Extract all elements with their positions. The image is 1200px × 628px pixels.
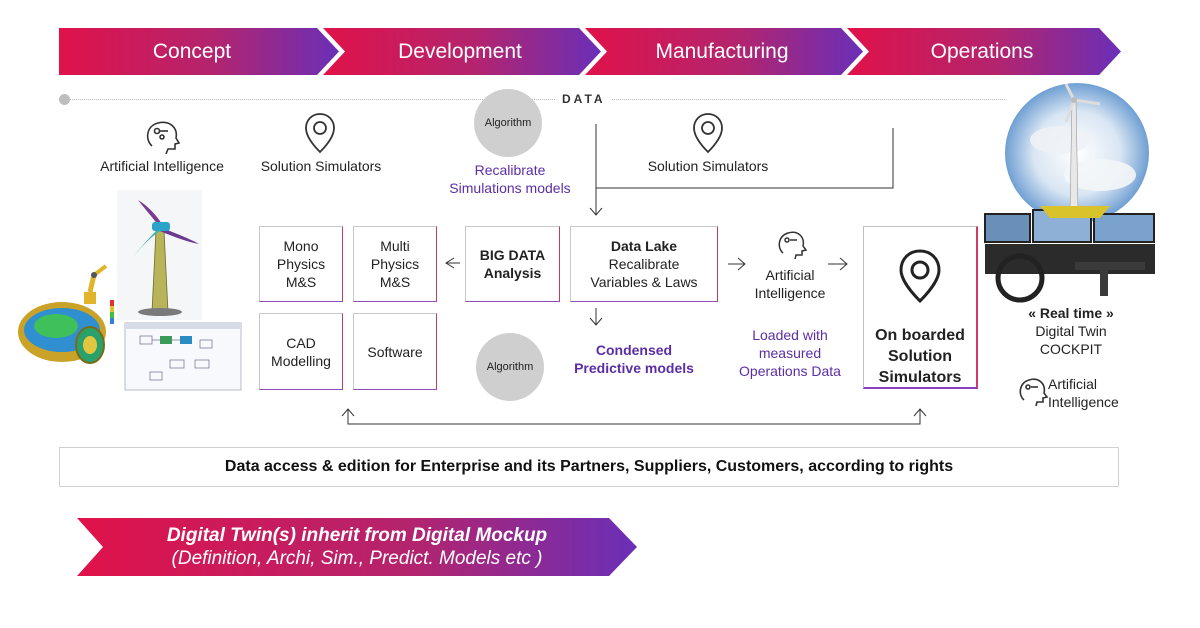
solution-simulators-label-right: Solution Simulators [647, 158, 769, 174]
phase-chevron-concept [59, 28, 339, 75]
data-line [65, 99, 1005, 100]
simulation-software-image [124, 322, 242, 391]
brain-icon-right [1019, 378, 1049, 407]
banner-shape [77, 518, 637, 576]
wind-turbine-photo [1005, 83, 1149, 223]
digital-twin-banner: Digital Twin(s) inherit from Digital Moc… [77, 518, 637, 576]
phase-chevron-operations [847, 28, 1121, 75]
wind-turbine-cad-image [117, 190, 202, 320]
map-pin-icon [305, 113, 335, 154]
engine-simulation-image [18, 302, 106, 364]
map-pin-icon-right [693, 113, 723, 154]
phase-chevron-development [323, 28, 601, 75]
brain-icon [146, 121, 181, 155]
algorithm-circle-bottom: Algorithm [476, 333, 544, 401]
map-pin-icon-large [899, 249, 941, 304]
data-label: DATA [556, 92, 612, 106]
robot-arm-image [84, 264, 108, 304]
banner-subtitle: (Definition, Archi, Sim., Predict. Model… [171, 548, 543, 569]
phase-development: Development [398, 39, 522, 63]
map-pin-icon-large-wrap [899, 249, 941, 304]
color-scale-legend [110, 300, 114, 324]
phase-concept: Concept [152, 39, 232, 63]
phase-chevron-manufacturing [585, 28, 863, 75]
data-access-bar: Data access & edition for Enterprise and… [59, 447, 1119, 487]
ai-label-left: Artificial Intelligence [100, 158, 224, 174]
phase-chevrons [59, 28, 1121, 75]
phase-manufacturing: Manufacturing [655, 39, 789, 63]
banner-title: Digital Twin(s) inherit from Digital Moc… [166, 525, 548, 546]
solution-simulators-label-left: Solution Simulators [260, 158, 382, 174]
brain-icon-middle [778, 231, 808, 260]
cockpit-simulator-image [984, 206, 1155, 303]
phase-operations: Operations [930, 39, 1034, 63]
algorithm-circle-top: Algorithm [474, 89, 542, 157]
phase-bar: Concept Development Manufacturing Operat… [59, 28, 1121, 75]
cockpit-label: « Real time » Digital Twin COCKPIT [1028, 305, 1114, 357]
software-box: Software [353, 313, 437, 390]
data-line-start-dot [59, 94, 70, 105]
